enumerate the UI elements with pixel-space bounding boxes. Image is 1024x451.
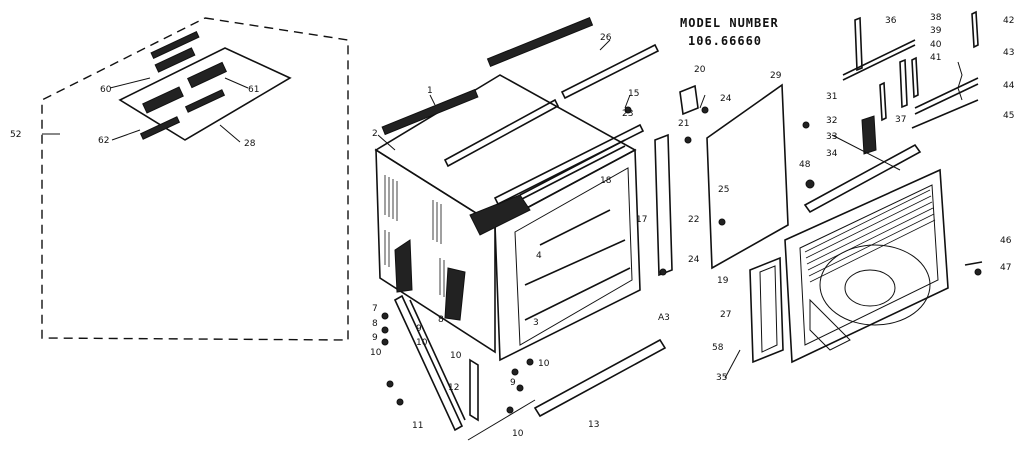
callout-42: 42	[1003, 16, 1014, 26]
callout-12: 12	[448, 383, 459, 393]
callout-2: 2	[372, 129, 378, 139]
callout-22: 22	[688, 215, 699, 225]
callout-29: 29	[770, 71, 782, 81]
callout-35: 35	[716, 373, 727, 383]
callout-labels: 52 60 61 62 28 2 1 26 15 23 18 17 4 3 7 …	[10, 13, 1015, 439]
callout-24b: 24	[688, 255, 700, 265]
callout-10c: 10	[450, 351, 462, 361]
callout-9c: 9	[510, 378, 516, 388]
callout-46: 46	[1000, 236, 1012, 246]
side-strip-parts	[624, 84, 726, 277]
callout-52: 52	[10, 130, 21, 140]
callout-28: 28	[244, 139, 256, 149]
callout-23: 23	[622, 109, 633, 119]
callout-1: 1	[427, 86, 433, 96]
callout-44: 44	[1003, 81, 1015, 91]
callout-10a: 10	[370, 348, 382, 358]
callout-8: 8	[372, 319, 378, 329]
callout-33: 33	[826, 132, 837, 142]
callout-15: 15	[628, 89, 639, 99]
callout-39: 39	[930, 26, 942, 36]
callout-9: 9	[372, 333, 378, 343]
callout-32: 32	[826, 116, 837, 126]
callout-17: 17	[636, 215, 647, 225]
callout-40: 40	[930, 40, 942, 50]
callout-10d: 10	[538, 359, 550, 369]
callout-41: 41	[930, 53, 941, 63]
callout-58: 58	[712, 343, 724, 353]
model-number-heading: MODEL NUMBER	[680, 16, 779, 30]
callout-9b: 9	[416, 324, 422, 334]
bottom-parts	[381, 294, 667, 441]
callout-20: 20	[694, 65, 706, 75]
callout-7: 7	[372, 304, 378, 314]
leader-lines	[377, 39, 901, 379]
callout-27: 27	[720, 310, 731, 320]
callout-36: 36	[885, 16, 897, 26]
callout-24a: 24	[720, 94, 732, 104]
callout-62: 62	[98, 136, 109, 146]
control-parts	[802, 10, 983, 276]
model-number-value: 106.66660	[688, 34, 762, 48]
callout-45: 45	[1003, 111, 1014, 121]
callout-4: 4	[536, 251, 542, 261]
callout-25: 25	[718, 185, 729, 195]
callout-11: 11	[412, 421, 423, 431]
callout-34: 34	[826, 149, 838, 159]
callout-a3: A3	[658, 313, 670, 323]
callout-10b: 10	[416, 338, 428, 348]
cabinet-housing	[374, 74, 641, 362]
callout-19: 19	[717, 276, 729, 286]
callout-37: 37	[895, 115, 906, 125]
callout-60: 60	[100, 85, 112, 95]
top-rails	[381, 17, 660, 206]
front-grille	[749, 143, 949, 364]
callout-8b: 8	[438, 315, 444, 325]
callout-47: 47	[1000, 263, 1011, 273]
callout-10e: 10	[512, 429, 524, 439]
parts-kit-inset	[41, 17, 349, 341]
callout-3: 3	[533, 318, 539, 328]
callout-48: 48	[799, 160, 811, 170]
callout-13: 13	[588, 420, 599, 430]
side-panel	[706, 83, 789, 270]
callout-43: 43	[1003, 48, 1014, 58]
callout-38: 38	[930, 13, 942, 23]
callout-26: 26	[600, 33, 612, 43]
callout-61: 61	[248, 85, 259, 95]
callout-21: 21	[678, 119, 689, 129]
callout-31: 31	[826, 92, 837, 102]
callout-18: 18	[600, 176, 612, 186]
